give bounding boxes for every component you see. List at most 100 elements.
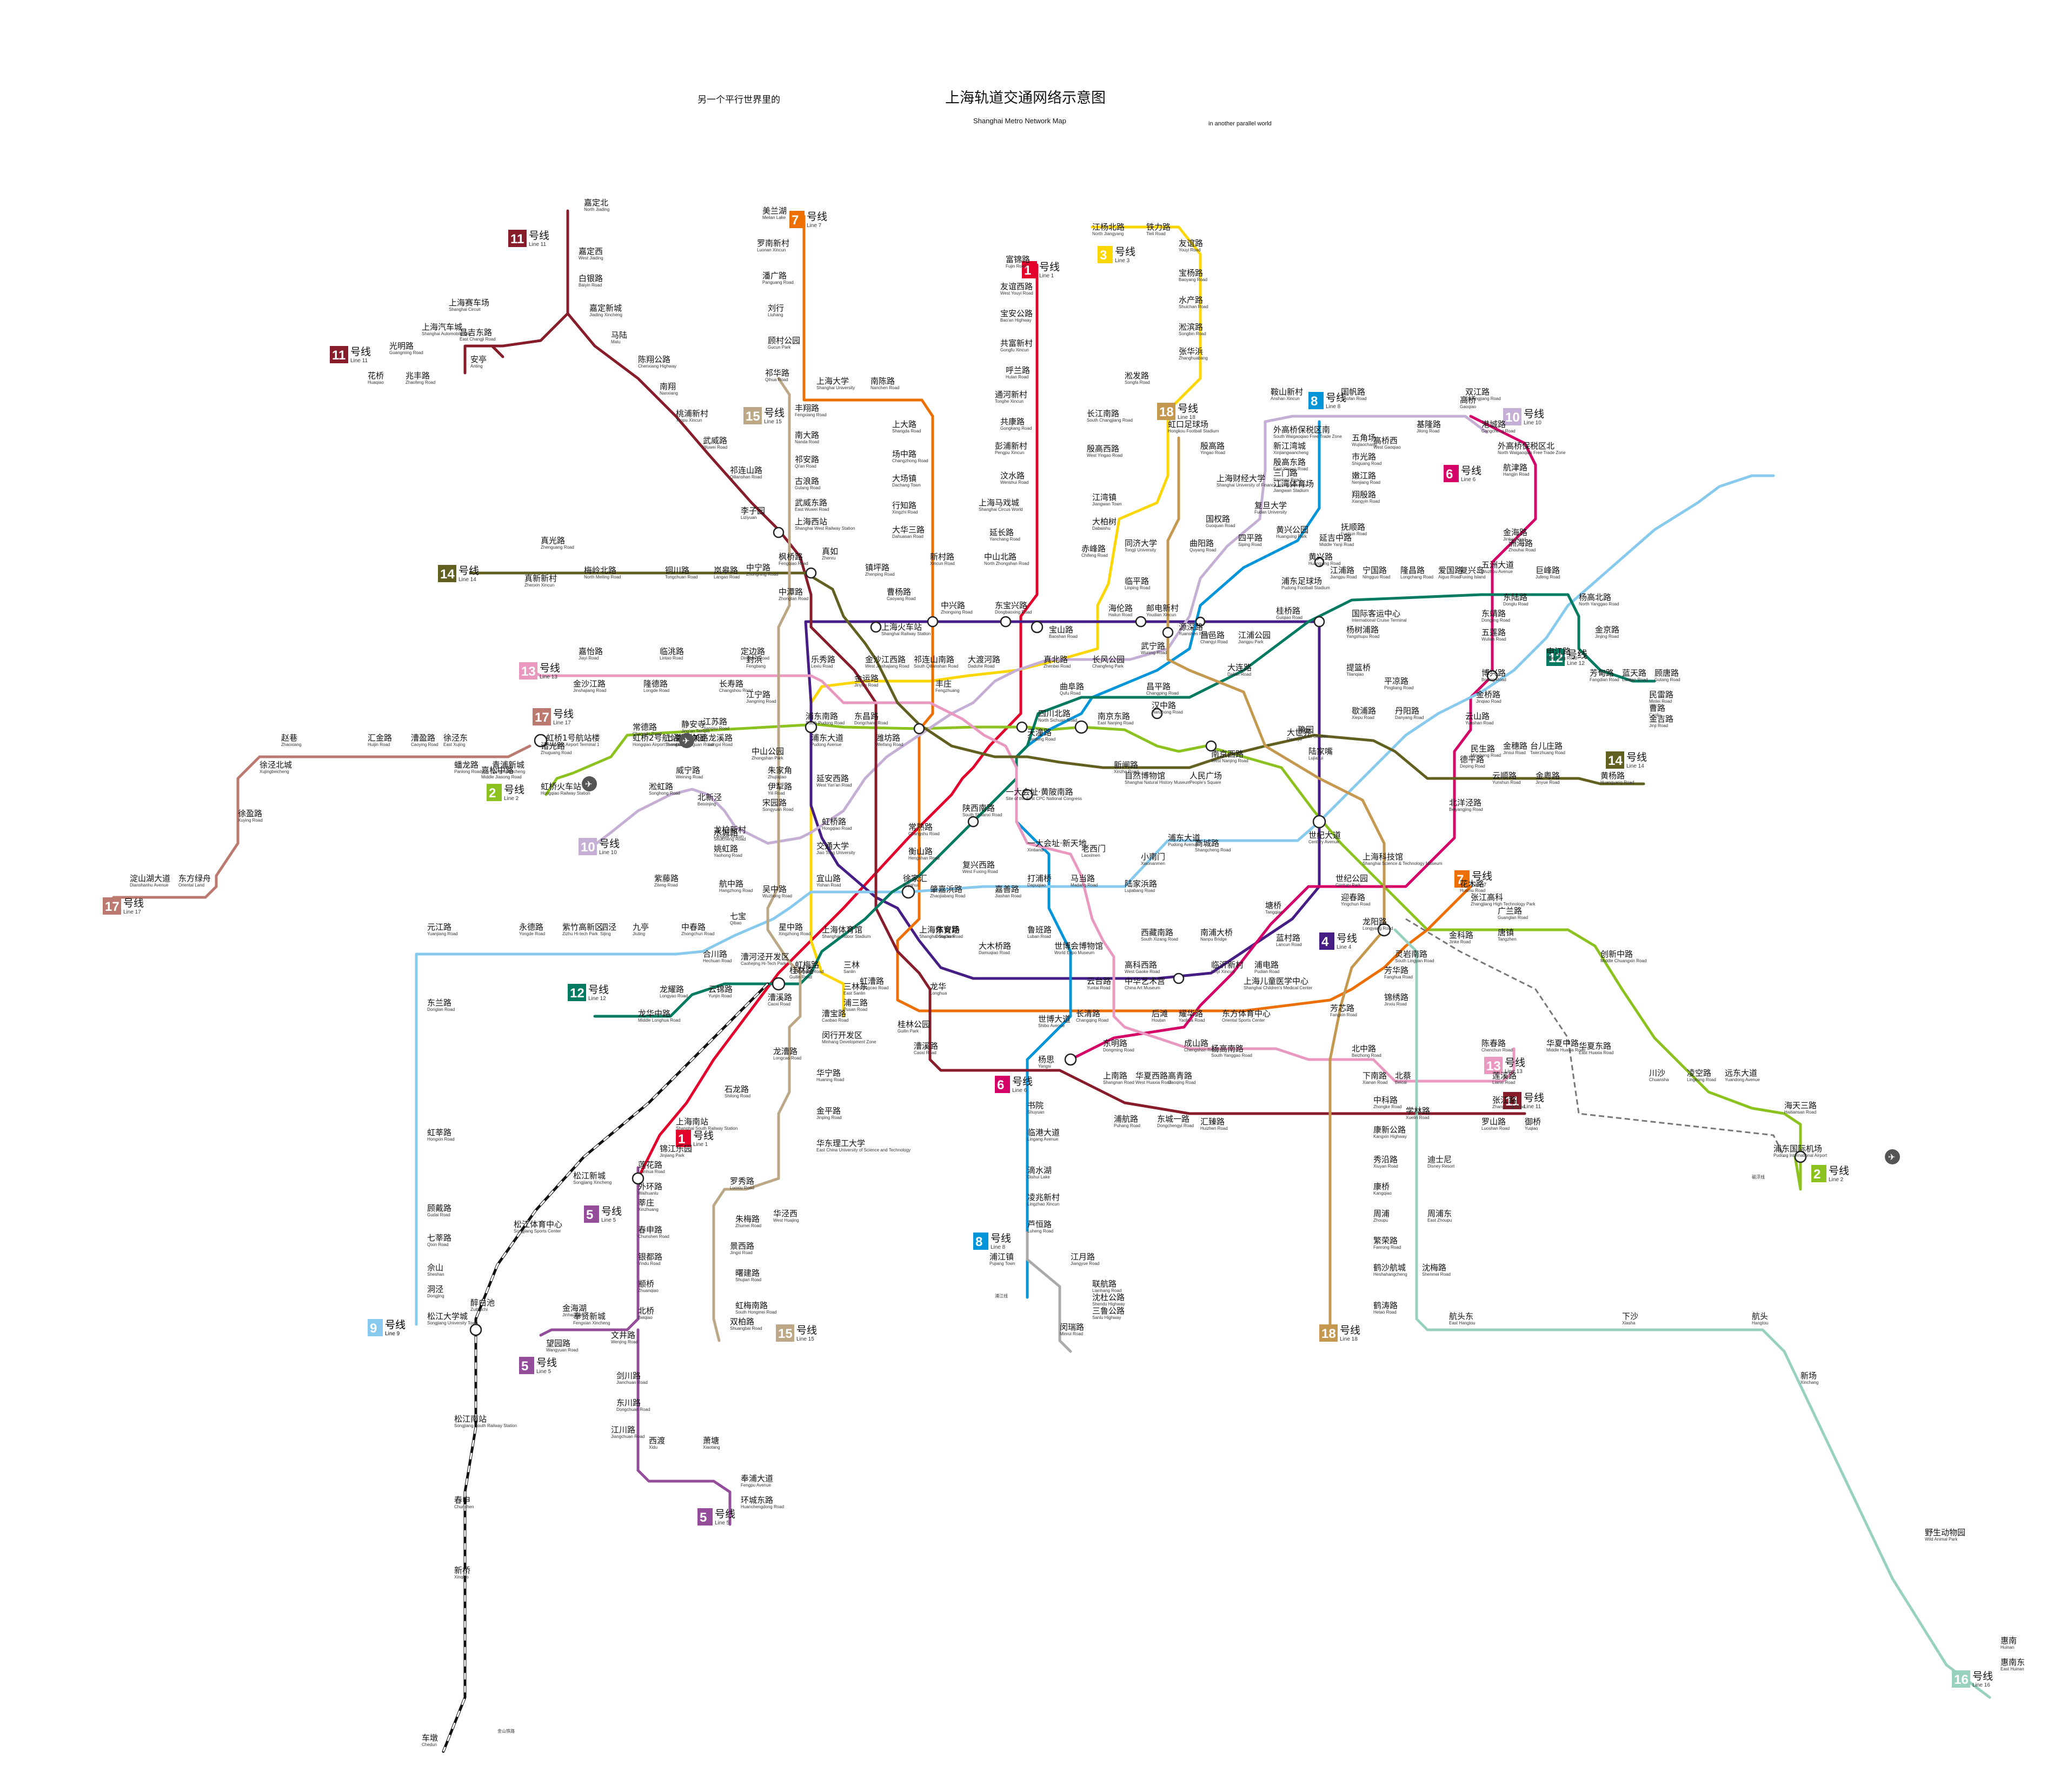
xfer-zhenping[interactable] xyxy=(927,616,939,628)
xfer-longyang[interactable] xyxy=(1377,923,1391,937)
xfer-jingan[interactable] xyxy=(913,723,925,735)
xfer-pudong-airport[interactable] xyxy=(1794,1150,1807,1163)
xfer-shaanxi-s[interactable] xyxy=(967,816,979,828)
xfer-gaoke-west[interactable] xyxy=(1173,972,1185,984)
xfer-nanjing-west[interactable] xyxy=(1016,721,1028,733)
xfer-caoyang[interactable] xyxy=(870,621,882,633)
xfer-baoshan[interactable] xyxy=(1135,616,1147,628)
xfer-zhongshan-park[interactable] xyxy=(805,721,818,734)
